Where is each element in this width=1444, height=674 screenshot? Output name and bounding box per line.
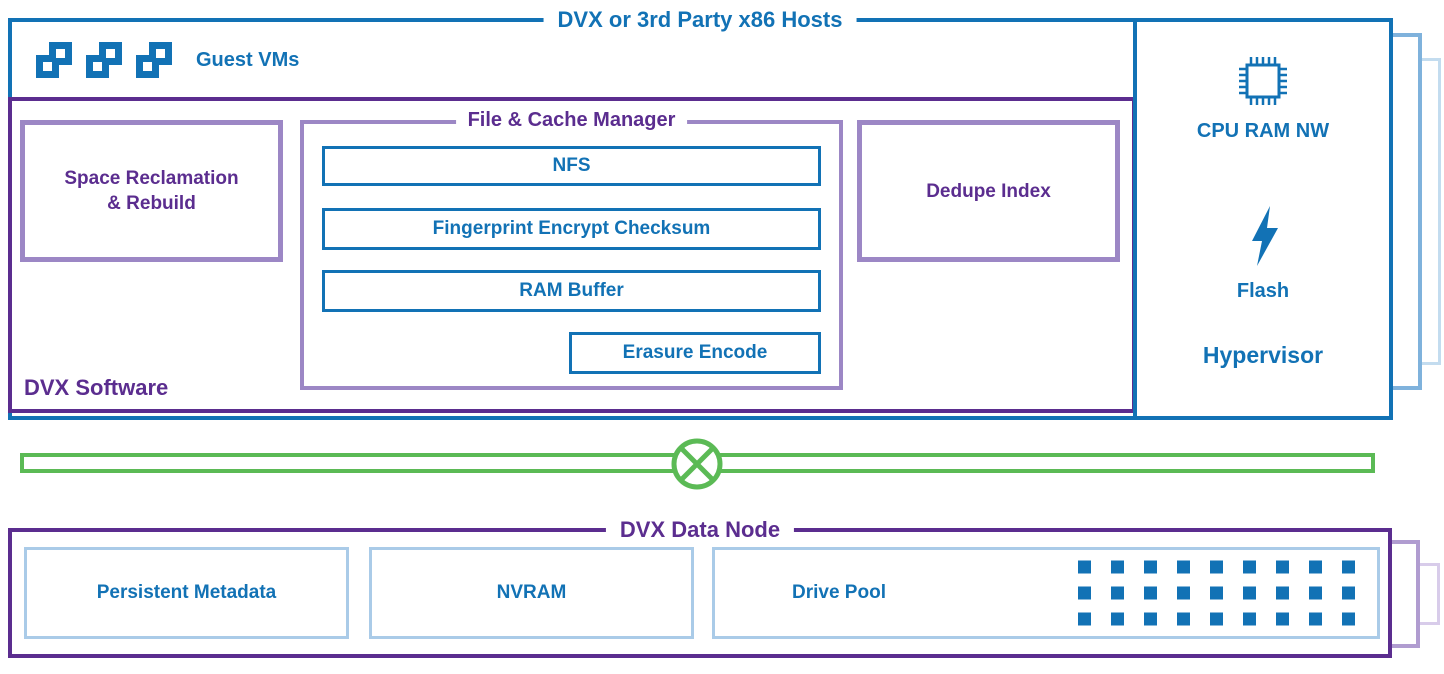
- nfs-label: NFS: [552, 155, 591, 176]
- drive-cell: [1276, 586, 1289, 600]
- drive-cell: [1210, 586, 1223, 600]
- erasure-encode-label: Erasure Encode: [622, 342, 768, 363]
- dedupe-index-box: Dedupe Index: [857, 120, 1120, 262]
- fingerprint-encrypt-checksum-box: Fingerprint Encrypt Checksum: [322, 208, 821, 250]
- drive-cell: [1177, 586, 1190, 600]
- space-reclamation-label: Space Reclamation & Rebuild: [64, 168, 239, 214]
- drive-cell: [1243, 586, 1256, 600]
- drive-cell: [1243, 612, 1256, 626]
- guest-vms-label: Guest VMs: [196, 48, 300, 71]
- fingerprint-encrypt-checksum-label: Fingerprint Encrypt Checksum: [432, 218, 711, 239]
- guest-vm-icon: [136, 42, 172, 78]
- drive-cell: [1078, 586, 1091, 600]
- drive-cell: [1309, 586, 1322, 600]
- hypervisor-panel: CPU RAM NW Flash Hypervisor: [1133, 18, 1393, 420]
- nvram-box: NVRAM: [369, 547, 694, 639]
- drive-cell: [1144, 560, 1157, 574]
- drive-cell: [1144, 586, 1157, 600]
- drive-cell: [1210, 560, 1223, 574]
- drive-cell: [1177, 560, 1190, 574]
- file-cache-manager-box: File & Cache Manager NFS Fingerprint Enc…: [300, 109, 843, 390]
- ram-buffer-box: RAM Buffer: [322, 270, 821, 312]
- persistent-metadata-box: Persistent Metadata: [24, 547, 349, 639]
- network-crossbar-icon: [670, 437, 724, 491]
- drive-pool-box: Drive Pool: [712, 547, 1380, 639]
- drive-cell: [1342, 586, 1355, 600]
- host-box-title: DVX or 3rd Party x86 Hosts: [543, 6, 857, 34]
- drive-cell: [1342, 612, 1355, 626]
- drive-cell: [1111, 612, 1124, 626]
- drive-cell: [1111, 586, 1124, 600]
- guest-vms-row: Guest VMs: [36, 40, 299, 80]
- space-reclamation-box: Space Reclamation & Rebuild: [20, 120, 283, 262]
- dvx-data-node-box: DVX Data Node Persistent Metadata NVRAM …: [8, 516, 1392, 658]
- drive-pool-grid: [1078, 560, 1355, 626]
- drive-cell: [1111, 560, 1124, 574]
- drive-cell: [1342, 560, 1355, 574]
- nvram-label: NVRAM: [496, 582, 567, 603]
- flash-lightning-icon: [1137, 204, 1389, 273]
- dvx-data-node-title: DVX Data Node: [605, 516, 795, 544]
- cpu-chip-icon: [1137, 52, 1389, 115]
- drive-cell: [1210, 612, 1223, 626]
- file-cache-manager-title: File & Cache Manager: [455, 109, 688, 132]
- drive-cell: [1309, 612, 1322, 626]
- drive-pool-label: Drive Pool: [792, 582, 886, 603]
- drive-cell: [1276, 560, 1289, 574]
- hypervisor-label: Hypervisor: [1202, 342, 1324, 368]
- flash-label: Flash: [1236, 280, 1290, 302]
- drive-cell: [1177, 612, 1190, 626]
- nfs-box: NFS: [322, 146, 821, 186]
- persistent-metadata-label: Persistent Metadata: [96, 582, 277, 603]
- drive-cell: [1078, 612, 1091, 626]
- erasure-encode-box: Erasure Encode: [569, 332, 821, 374]
- guest-vm-icon: [36, 42, 72, 78]
- dvx-software-label: DVX Software: [24, 375, 169, 400]
- ram-buffer-label: RAM Buffer: [519, 280, 624, 301]
- drive-cell: [1144, 612, 1157, 626]
- guest-vm-icon: [86, 42, 122, 78]
- drive-cell: [1078, 560, 1091, 574]
- cpu-ram-nw-label: CPU RAM NW: [1196, 120, 1330, 142]
- drive-cell: [1276, 612, 1289, 626]
- drive-cell: [1309, 560, 1322, 574]
- drive-cell: [1243, 560, 1256, 574]
- dedupe-index-label: Dedupe Index: [926, 180, 1051, 202]
